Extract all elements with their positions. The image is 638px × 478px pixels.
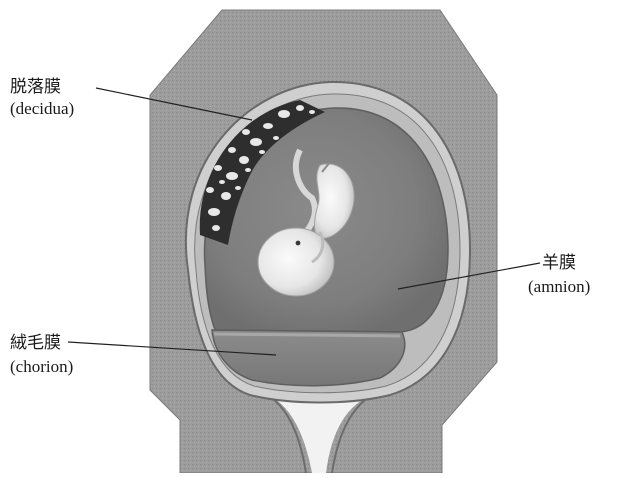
- amnion-label-jp: 羊膜: [542, 253, 576, 272]
- decidua-label-jp: 脱落膜: [10, 77, 61, 96]
- chorion-label-en: (chorion): [10, 357, 73, 376]
- chorion-label-jp: 絨毛膜: [10, 333, 61, 352]
- decidua-label-en: (decidua): [10, 99, 74, 118]
- amnion-label-en: (amnion): [528, 277, 590, 296]
